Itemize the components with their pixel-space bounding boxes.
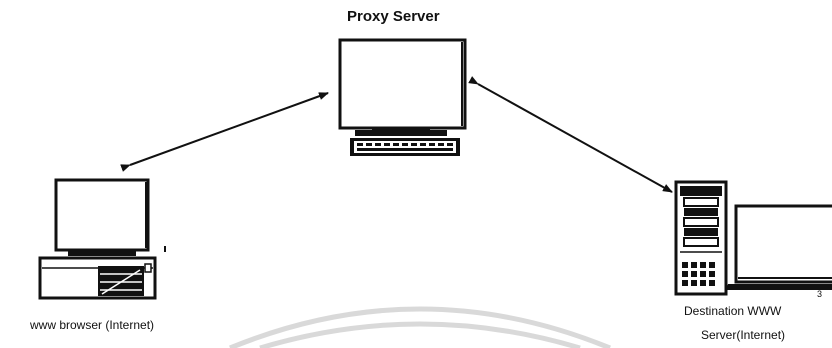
destination-monitor-icon: 3 <box>726 204 832 299</box>
destination-tower-server-icon <box>674 180 728 296</box>
svg-text:3: 3 <box>817 289 822 299</box>
client-proxy-arrow <box>120 92 329 172</box>
proxy-destination-arrow <box>468 76 673 193</box>
destination-server-label-line1: Destination WWW <box>684 304 782 318</box>
watermark-arcs <box>229 306 611 348</box>
proxy-keyboard-icon <box>350 138 460 156</box>
proxy-server-label: Proxy Server <box>347 8 440 25</box>
proxy-server-monitor-icon <box>338 38 467 136</box>
client-desktop-computer-icon <box>38 246 166 300</box>
destination-server-label-line2: Server(Internet) <box>701 328 786 342</box>
client-monitor-icon <box>54 178 150 256</box>
client-browser-label: www browser (Internet) <box>30 318 155 332</box>
